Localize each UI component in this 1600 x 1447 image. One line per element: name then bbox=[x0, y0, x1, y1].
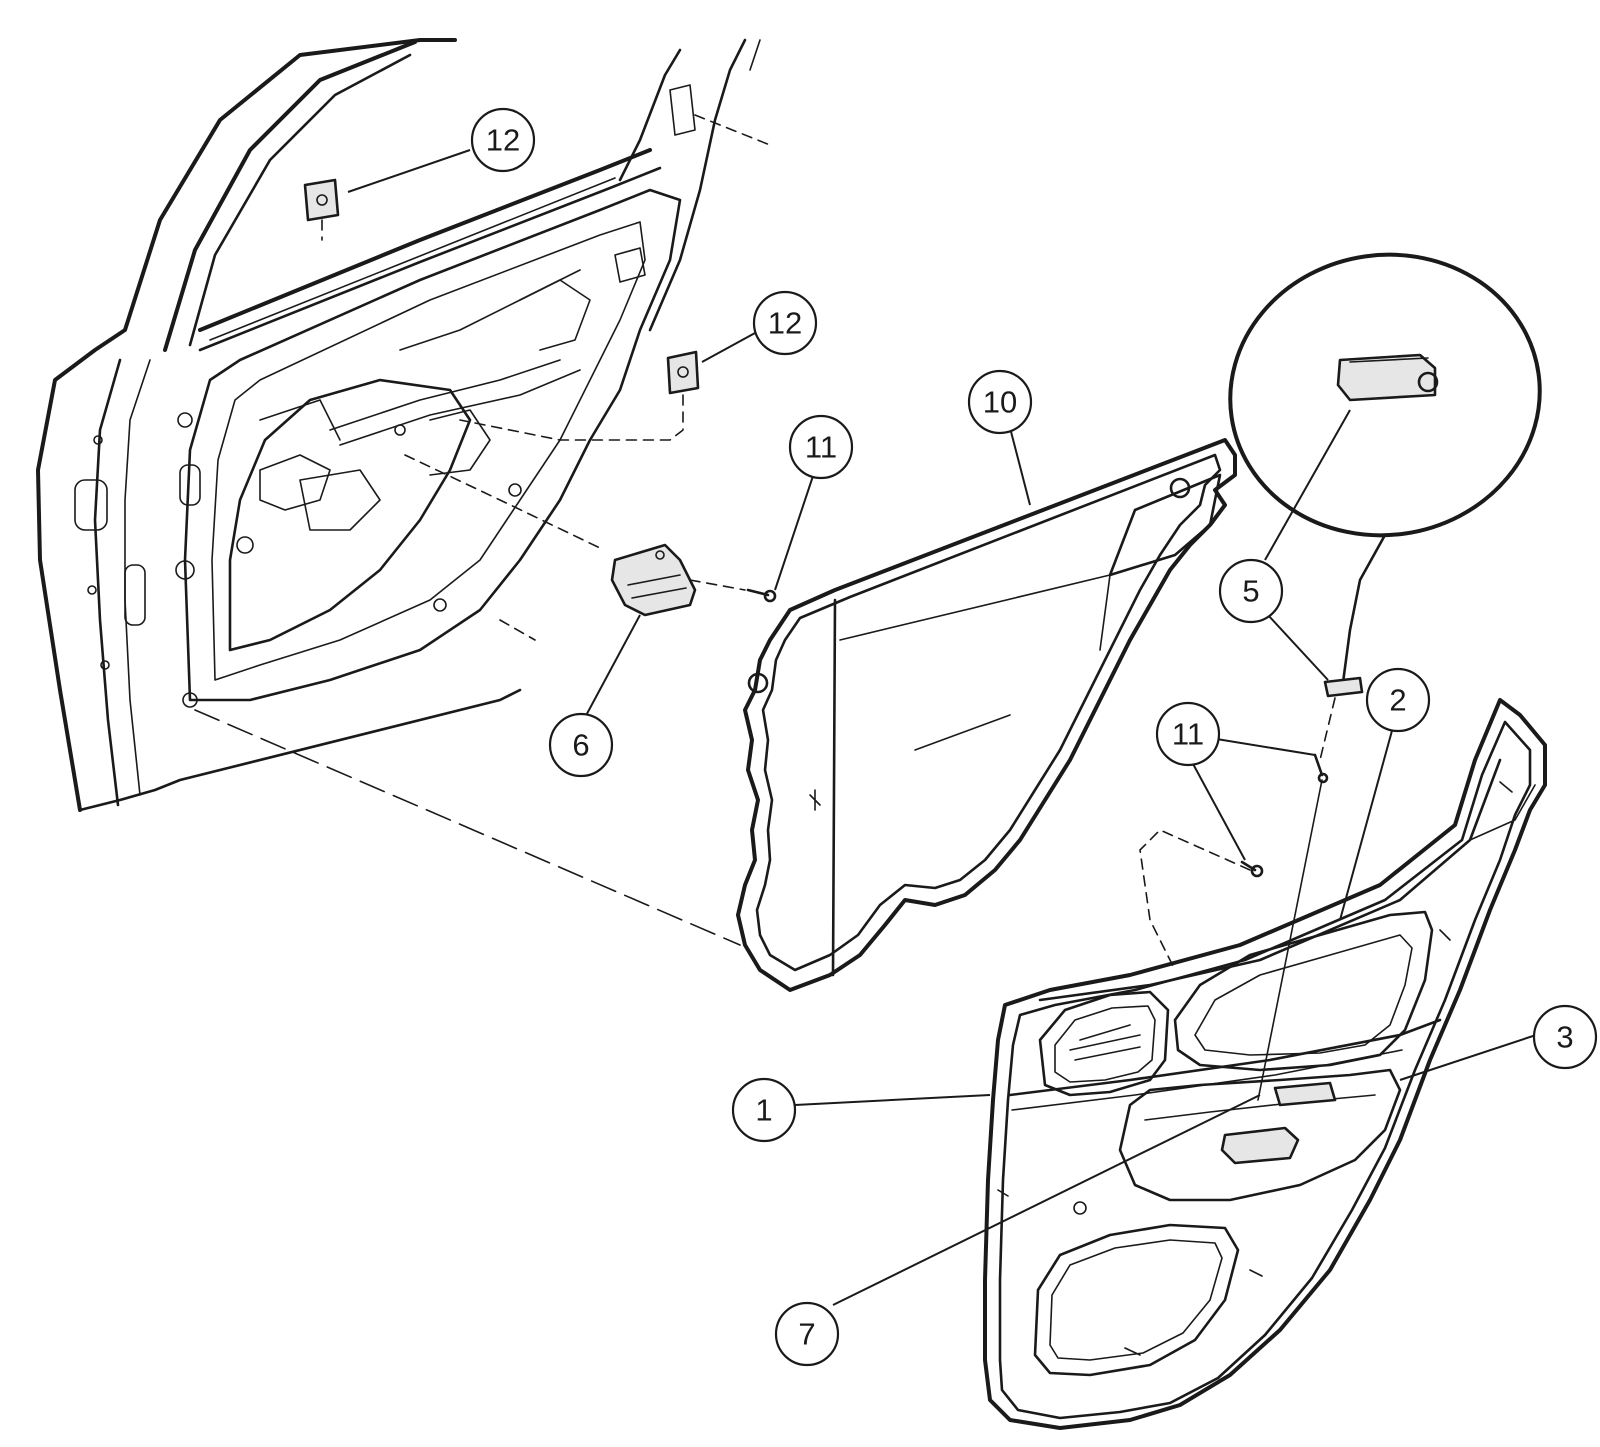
switch-part bbox=[1319, 676, 1364, 761]
callout-leaders bbox=[347, 149, 1537, 1306]
door-trim-panel bbox=[983, 698, 1547, 1430]
mounting-bracket bbox=[404, 454, 697, 617]
screw-pair-lower bbox=[1139, 753, 1329, 1101]
callout-label: 10 bbox=[983, 385, 1017, 420]
callout-1: 1 bbox=[731, 1077, 797, 1143]
callout-11-upper: 11 bbox=[788, 414, 854, 480]
switch-detail-view bbox=[1228, 252, 1542, 692]
callout-10: 10 bbox=[967, 369, 1033, 435]
callout-12-upper: 12 bbox=[470, 107, 536, 173]
retainer-clip-lower bbox=[459, 350, 700, 441]
callout-2: 2 bbox=[1365, 667, 1431, 733]
retainer-clip-upper bbox=[303, 178, 340, 241]
callout-label: 7 bbox=[798, 1317, 815, 1352]
water-shield bbox=[736, 438, 1237, 992]
callout-7: 7 bbox=[774, 1301, 840, 1367]
callout-label: 11 bbox=[805, 430, 837, 465]
callout-3: 3 bbox=[1532, 1004, 1598, 1070]
callout-label: 12 bbox=[486, 123, 520, 158]
callout-5: 5 bbox=[1218, 558, 1284, 624]
callout-12-lower: 12 bbox=[752, 290, 818, 356]
door-shell bbox=[36, 38, 771, 812]
callout-label: 1 bbox=[755, 1093, 772, 1128]
callout-label: 2 bbox=[1389, 683, 1406, 718]
callout-label: 3 bbox=[1556, 1020, 1573, 1055]
callout-11-lower: 11 bbox=[1155, 701, 1221, 767]
callout-label: 6 bbox=[572, 728, 589, 763]
screw-upper bbox=[689, 579, 777, 603]
callout-label: 12 bbox=[768, 306, 802, 341]
callout-6: 6 bbox=[548, 712, 614, 778]
callout-label: 5 bbox=[1242, 574, 1259, 609]
callout-label: 11 bbox=[1172, 717, 1204, 752]
